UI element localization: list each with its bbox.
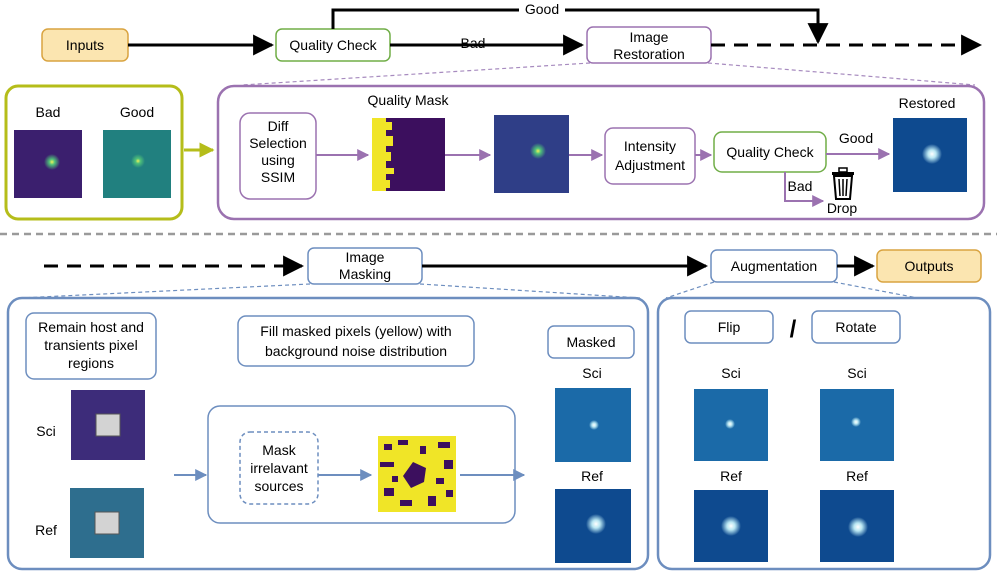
masking-sci-center bbox=[95, 413, 121, 437]
mask-irrelevant-box bbox=[239, 431, 319, 505]
flip-label: Flip bbox=[718, 319, 741, 335]
good-bypass-arrow bbox=[331, 8, 829, 45]
aug-sci-right-label: Sci bbox=[847, 365, 866, 381]
aug-sci-right-source bbox=[851, 417, 861, 427]
masked-sci-source bbox=[589, 420, 599, 430]
remain-regions-box bbox=[25, 312, 157, 380]
inputs-label: Inputs bbox=[66, 37, 104, 53]
good-label: Good bbox=[525, 1, 559, 17]
aug-ref-right-source bbox=[848, 517, 868, 537]
flip-box bbox=[684, 310, 774, 344]
aug-ref-right-label: Ref bbox=[846, 468, 868, 484]
remain-label-1: Remain host and bbox=[38, 319, 144, 335]
diff-selection-label-3: using bbox=[261, 152, 294, 168]
noise-mask-dark-regions bbox=[380, 440, 453, 506]
masking-zoom-right bbox=[419, 283, 641, 299]
diff-selection-label-2: Selection bbox=[249, 135, 307, 151]
masked-ref-label: Ref bbox=[581, 468, 603, 484]
trash-icon bbox=[832, 167, 854, 200]
image-masking-label-2: Masking bbox=[339, 266, 391, 282]
slash-separator: / bbox=[790, 316, 797, 343]
diff-selection-label-1: Diff bbox=[268, 118, 289, 134]
masked-sci-label: Sci bbox=[582, 365, 601, 381]
mask-irrelevant-label-2: irrelavant bbox=[250, 460, 308, 476]
augmentation-label: Augmentation bbox=[731, 258, 817, 274]
outputs-label: Outputs bbox=[904, 258, 953, 274]
intensity-label-1: Intensity bbox=[624, 138, 676, 154]
input-good-label: Good bbox=[120, 104, 154, 120]
masked-box bbox=[547, 325, 635, 359]
mask-irrelevant-label-3: sources bbox=[254, 478, 303, 494]
outputs-box bbox=[876, 249, 982, 283]
quality-mask-yellow-regions bbox=[372, 118, 394, 191]
intensity-label-2: Adjustment bbox=[615, 157, 685, 173]
augmentation-zoom-right bbox=[833, 281, 919, 299]
restoration-quality-check-label: Quality Check bbox=[726, 144, 814, 160]
input-good-source bbox=[131, 154, 145, 168]
image-masking-label-1: Image bbox=[346, 249, 385, 265]
restoration-bad-label: Bad bbox=[788, 178, 813, 194]
masking-zoom-left bbox=[19, 283, 311, 299]
diff-selection-label-4: SSIM bbox=[261, 169, 295, 185]
restored-source bbox=[922, 144, 942, 164]
drop-label: Drop bbox=[827, 200, 858, 216]
image-restoration-label-1: Image bbox=[630, 29, 669, 45]
aug-sci-left-source bbox=[725, 419, 735, 429]
rotate-box bbox=[811, 310, 901, 344]
masked-ref-source bbox=[586, 514, 606, 534]
remain-label-2: transients pixel bbox=[44, 337, 137, 353]
zoom-line-right bbox=[707, 62, 976, 86]
arrow-check-bad-to-drop bbox=[784, 172, 825, 207]
input-bad-source bbox=[44, 154, 60, 170]
mask-irrelevant-label-1: Mask bbox=[262, 442, 296, 458]
input-bad-label: Bad bbox=[36, 104, 61, 120]
masking-sci-label: Sci bbox=[36, 423, 55, 439]
augmentation-zoom-left bbox=[665, 281, 715, 299]
quality-check-label: Quality Check bbox=[289, 37, 377, 53]
image-restoration-label-2: Restoration bbox=[613, 46, 685, 62]
zoom-line-left bbox=[241, 62, 591, 86]
aug-ref-left-label: Ref bbox=[720, 468, 742, 484]
intensity-adjustment-box bbox=[604, 127, 696, 185]
masking-ref-center bbox=[94, 511, 120, 535]
fill-masked-box bbox=[237, 315, 475, 367]
fill-label-2: background noise distribution bbox=[265, 343, 447, 359]
masking-ref-label: Ref bbox=[35, 522, 57, 538]
remain-label-3: regions bbox=[68, 355, 114, 371]
masked-label: Masked bbox=[566, 334, 615, 350]
restored-label: Restored bbox=[899, 95, 956, 111]
rotate-label: Rotate bbox=[835, 319, 876, 335]
aug-sci-left-label: Sci bbox=[721, 365, 740, 381]
aug-ref-left-source bbox=[721, 516, 741, 536]
restored-intermediate-source bbox=[530, 143, 546, 159]
restoration-good-label: Good bbox=[839, 130, 873, 146]
restoration-panel bbox=[216, 84, 986, 221]
bad-label: Bad bbox=[461, 35, 486, 51]
restoration-quality-check-box bbox=[713, 131, 827, 173]
fill-label-1: Fill masked pixels (yellow) with bbox=[260, 323, 451, 339]
good-label-bg bbox=[519, 2, 565, 16]
quality-mask-label: Quality Mask bbox=[368, 92, 450, 108]
